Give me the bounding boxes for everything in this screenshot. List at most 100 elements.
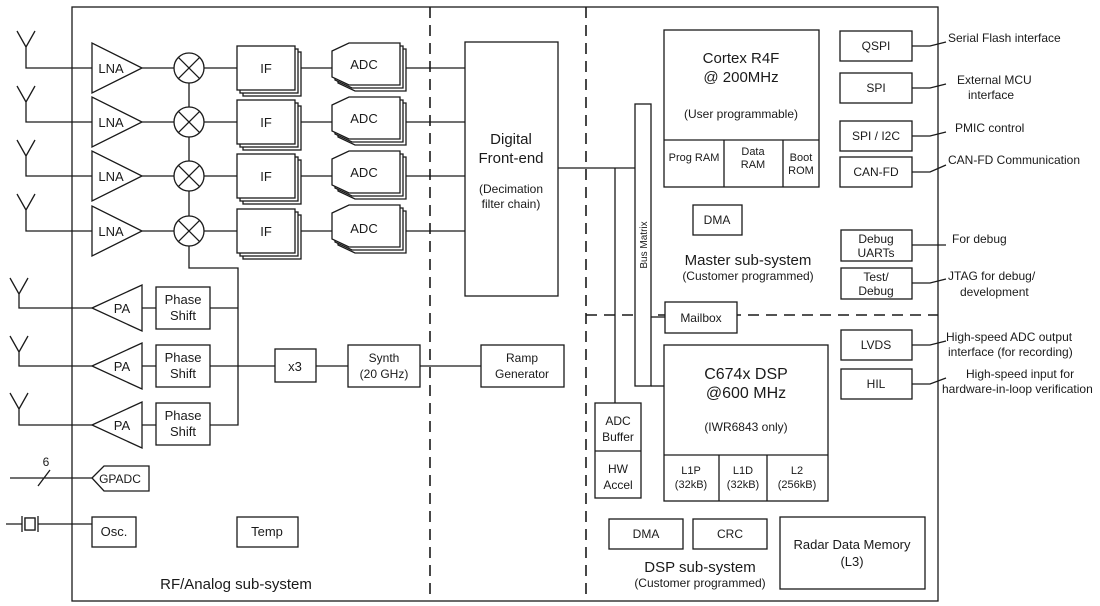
phase-shift-label: Phase <box>165 292 202 307</box>
jtag-note: development <box>960 285 1029 299</box>
spi-i2c-block <box>839 120 913 152</box>
pa-label: PA <box>114 359 131 374</box>
tx-antenna <box>9 277 92 426</box>
for-debug-note: For debug <box>952 232 1007 246</box>
ramp-label: Ramp <box>506 351 538 365</box>
crc-label: CRC <box>717 527 743 541</box>
boot-rom-label: Boot <box>790 152 813 164</box>
qspi-label: QSPI <box>862 39 891 53</box>
phase-shift-label: Shift <box>170 366 196 381</box>
lna-label: LNA <box>98 115 124 130</box>
canfd-label: CAN-FD <box>853 165 899 179</box>
adc-label: ADC <box>350 111 377 126</box>
crystal-icon <box>6 516 92 532</box>
synth-block <box>347 344 421 388</box>
lvds-note: interface (for recording) <box>948 345 1073 359</box>
if-label: IF <box>260 115 272 130</box>
dsp-title: @600 MHz <box>706 385 786 402</box>
data-ram-label: RAM <box>741 159 765 171</box>
lna-label: LNA <box>98 224 124 239</box>
dfe-output-line <box>558 167 635 403</box>
pa-label: PA <box>114 418 131 433</box>
if-label: IF <box>260 61 272 76</box>
lo-distribution-line <box>188 83 239 426</box>
l2-label: L2 <box>791 465 803 477</box>
lna-amplifier <box>91 41 144 258</box>
adc-label: ADC <box>350 57 377 72</box>
debug-uarts-label: UARTs <box>857 246 894 260</box>
bus-matrix-block <box>634 103 652 387</box>
canfd-comm-note: CAN-FD Communication <box>948 153 1080 167</box>
phase-shift-label: Phase <box>165 350 202 365</box>
spi-block <box>839 72 913 104</box>
osc-block <box>91 516 137 548</box>
osc-label: Osc. <box>101 524 128 539</box>
data-ram-label: Data <box>741 146 765 158</box>
temp-sensor-block <box>236 516 299 548</box>
radar-mem-label: Radar Data Memory <box>793 537 911 552</box>
master-subsystem-note: (Customer programmed) <box>682 269 813 283</box>
hil-block <box>840 368 913 400</box>
test-debug-label: Test/ <box>863 270 889 284</box>
dsp-note: (IWR6843 only) <box>704 420 787 434</box>
radar-data-memory-block <box>779 516 926 590</box>
dfe-subtitle: filter chain) <box>482 197 541 211</box>
gpadc-bus-width: 6 <box>43 455 50 469</box>
dsp-dma-label: DMA <box>633 527 660 541</box>
spi-i2c-label: SPI / I2C <box>852 129 900 143</box>
hil-note: High-speed input for <box>966 367 1074 381</box>
serial-flash-note: Serial Flash interface <box>948 31 1061 45</box>
external-mcu-note: External MCU <box>957 73 1032 87</box>
adc-label: ADC <box>350 165 377 180</box>
dsp-title: C674x DSP <box>704 366 788 383</box>
lna-label: LNA <box>98 169 124 184</box>
cpu-memory-dividers <box>664 139 819 187</box>
if-filter-stack <box>236 45 302 260</box>
phase-shifter <box>155 286 211 446</box>
gpadc-label: GPADC <box>99 472 141 486</box>
spi-label: SPI <box>866 81 885 95</box>
boot-rom-label: ROM <box>788 165 814 177</box>
canfd-block <box>839 156 913 188</box>
dsp-core-block <box>663 344 829 502</box>
if-to-adc-line <box>301 67 332 232</box>
lvds-label: LVDS <box>861 338 891 352</box>
prog-ram-label: Prog RAM <box>669 152 720 164</box>
adc-to-dfe-line <box>406 67 465 232</box>
bus-matrix-label: Bus Matrix <box>639 221 650 268</box>
master-subsystem-label: Master sub-system <box>685 252 812 269</box>
phase-shift-label: Shift <box>170 308 196 323</box>
dsp-subsystem-label: DSP sub-system <box>644 559 755 576</box>
lvds-block <box>840 329 913 361</box>
hil-label: HIL <box>867 377 886 391</box>
cpu-note: (User programmable) <box>684 107 798 121</box>
ramp-generator-block <box>480 344 565 388</box>
dsp-memory-dividers <box>664 454 828 501</box>
if-label: IF <box>260 224 272 239</box>
test-debug-label: Debug <box>858 284 893 298</box>
cortex-r4f-block <box>663 29 820 188</box>
phase-shift-label: Shift <box>170 424 196 439</box>
adc-label: ADC <box>350 221 377 236</box>
external-connection-lines <box>912 41 947 385</box>
master-dma-label: DMA <box>704 213 731 227</box>
rf-subsystem-label: RF/Analog sub-system <box>160 576 312 593</box>
l1p-label: L1P <box>681 465 701 477</box>
digital-front-end-block <box>464 41 559 297</box>
hw-accel-label: HW <box>608 462 629 476</box>
dsp-dma-block <box>608 518 684 550</box>
temp-label: Temp <box>251 524 283 539</box>
hw-accel-label: Accel <box>603 478 632 492</box>
lna-to-mixer-line <box>142 67 174 232</box>
gpadc-block <box>91 465 150 492</box>
mixer-to-if-line <box>204 67 237 232</box>
dfe-title: Front-end <box>478 150 543 167</box>
debug-uarts-block <box>840 229 913 262</box>
adc-buffer-label: Buffer <box>602 430 634 444</box>
phase-shift-label: Phase <box>165 408 202 423</box>
lna-label: LNA <box>98 61 124 76</box>
external-mcu-note: interface <box>968 88 1014 102</box>
x3-label: x3 <box>288 359 302 374</box>
cpu-title: Cortex R4F <box>703 50 780 67</box>
